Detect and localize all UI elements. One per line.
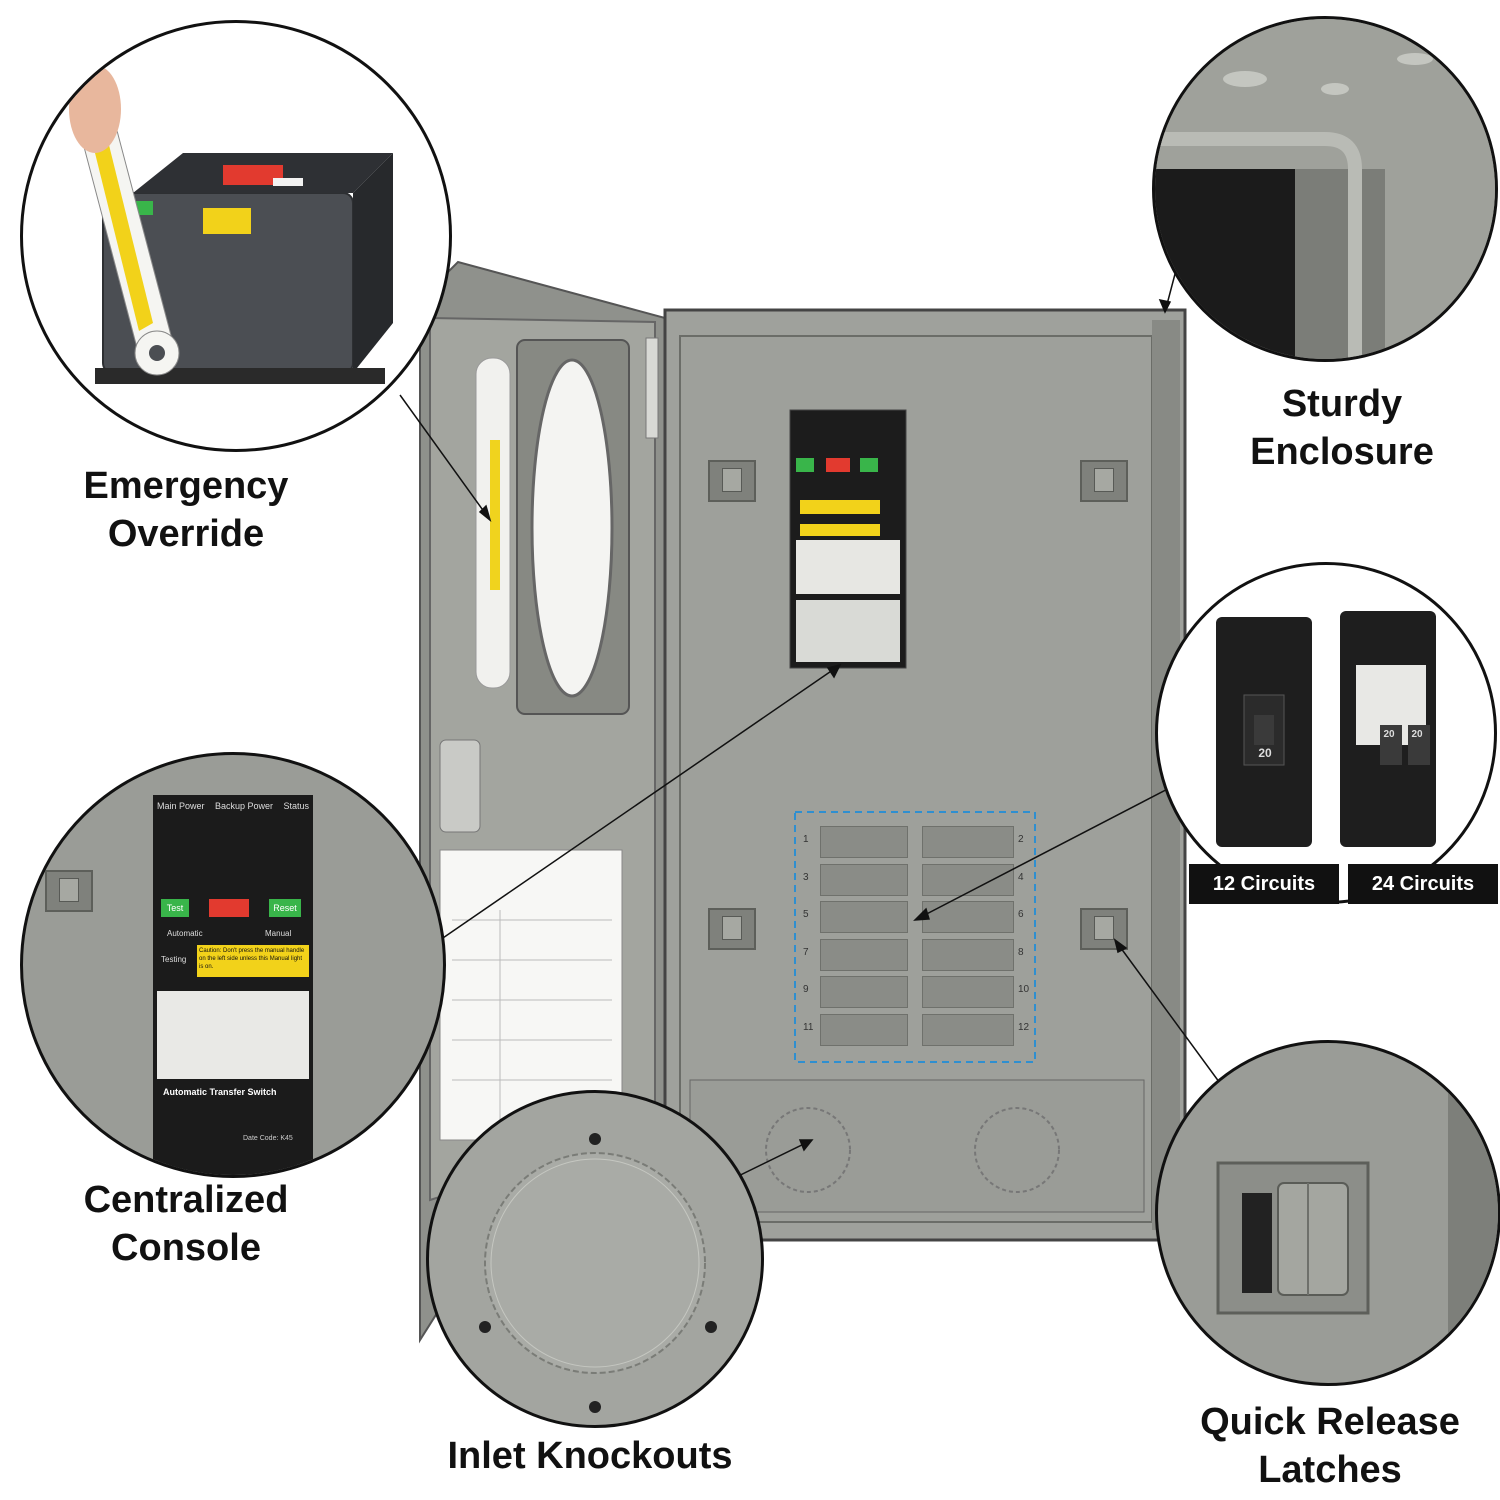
breaker-slot	[820, 863, 908, 896]
latch-icon[interactable]	[1080, 460, 1128, 502]
callout-quick-release-latches: Quick Release Latches	[1160, 1398, 1500, 1494]
emergency-override-inset	[20, 20, 452, 452]
slot-number-left: 11	[803, 1021, 814, 1033]
arrowhead	[1113, 938, 1128, 954]
breaker-slot	[820, 901, 908, 933]
tandem-breaker-rating-right: 20	[1411, 729, 1423, 740]
door-hinge-icon	[645, 337, 659, 439]
badge-24-circuits: 24 Circuits	[1348, 864, 1498, 904]
knockout-left	[765, 1107, 851, 1193]
console-testing-label: Testing	[161, 955, 187, 964]
centralized-console-inset: Main Power Backup Power Status Test Rese…	[20, 752, 446, 1178]
sturdy-enclosure-inset	[1152, 16, 1498, 362]
slot-number-right: 10	[1018, 984, 1030, 995]
latch-icon[interactable]	[708, 460, 756, 502]
door-window	[530, 358, 614, 698]
callout-centralized-console: Centralized Console	[36, 1176, 336, 1272]
breaker-slot	[922, 863, 1014, 896]
tandem-breaker-rating-left: 20	[1383, 729, 1395, 740]
breaker-slot	[820, 826, 908, 858]
callout-inlet-knockouts: Inlet Knockouts	[447, 1435, 733, 1477]
console-main-power-label: Main Power	[157, 801, 205, 811]
slot-number-right: 6	[1018, 909, 1024, 920]
console-date-code: Date Code: K45	[243, 1135, 293, 1142]
leader-breakers	[914, 779, 1186, 921]
handle-caution-strip	[490, 440, 500, 590]
console-caution-label	[800, 500, 880, 514]
callout-sturdy-enclosure-line1: Sturdy	[1281, 383, 1403, 425]
console-display	[209, 899, 249, 917]
console-instruction-table	[157, 991, 309, 1079]
console-caution-label: Caution: Don't press the manual handle o…	[197, 945, 309, 977]
door-latch	[439, 739, 481, 833]
slot-number-left: 5	[803, 909, 809, 920]
slot-number-right: 2	[1018, 834, 1024, 845]
callout-sturdy-enclosure-line2: Enclosure	[1250, 431, 1434, 473]
leader-centralized-console	[439, 664, 841, 941]
callout-centralized-console-line1: Centralized	[83, 1179, 289, 1221]
slot-number-right: 4	[1018, 871, 1024, 883]
callout-emergency-override-line1: Emergency	[83, 465, 289, 507]
leader-latches	[1114, 939, 1226, 1091]
latch-icon	[45, 870, 93, 912]
breaker-slot	[922, 826, 1014, 858]
console-reset-button[interactable]: Reset	[269, 899, 301, 917]
console-status-label: Status	[283, 801, 309, 811]
console-backup-power-label: Backup Power	[214, 801, 274, 811]
slot-number-left: 1	[803, 834, 809, 845]
latch-icon[interactable]	[708, 908, 756, 950]
latch-icon	[1277, 1182, 1349, 1296]
console-panel-zoom: Main Power Backup Power Status Test Rese…	[153, 795, 313, 1175]
breaker-slot	[820, 976, 908, 1008]
callout-emergency-override-line2: Override	[107, 513, 265, 555]
console-rating-plate	[796, 600, 900, 662]
quick-release-latches-inset	[1155, 1040, 1500, 1386]
callout-quick-release-latches-line1: Quick Release	[1200, 1401, 1460, 1443]
callout-emergency-override: Emergency Override	[36, 462, 336, 558]
callout-centralized-console-line2: Console	[111, 1227, 261, 1269]
single-breaker-rating: 20	[1258, 746, 1272, 760]
console-reset-button	[860, 458, 878, 472]
callout-quick-release-latches-line2: Latches	[1258, 1449, 1402, 1491]
breaker-slot	[922, 976, 1014, 1008]
console-display	[826, 458, 850, 472]
breaker-slot	[922, 938, 1014, 971]
console-automatic-label: Automatic	[167, 929, 203, 938]
arrowhead	[798, 1139, 814, 1152]
callout-sturdy-enclosure: Sturdy Enclosure	[1192, 380, 1492, 476]
arrowhead	[478, 504, 492, 523]
knockout-right	[974, 1107, 1060, 1193]
breaker-slot	[922, 1013, 1014, 1046]
console-instruction-table	[796, 540, 900, 594]
leader-emergency-override	[399, 394, 491, 521]
arrowhead	[913, 907, 930, 921]
slot-number-right: 8	[1018, 946, 1024, 958]
console-title: Automatic Transfer Switch	[163, 1087, 277, 1097]
slot-number-right: 12	[1018, 1021, 1030, 1033]
slot-number-left: 3	[803, 871, 809, 883]
breaker-slot	[820, 938, 908, 971]
breakers-inset: 20 20 20	[1155, 562, 1497, 904]
hand-icon	[69, 65, 121, 153]
badge-12-circuits: 12 Circuits	[1189, 864, 1339, 904]
breaker-slot	[820, 1013, 908, 1046]
breaker-area-outline	[794, 811, 1036, 1063]
breaker-slot	[922, 901, 1014, 933]
inlet-knockouts-inset	[426, 1090, 764, 1428]
console-manual-label: Manual	[265, 929, 292, 938]
slot-number-left: 9	[803, 984, 809, 995]
console-warning-label	[800, 524, 880, 536]
console-test-button[interactable]: Test	[161, 899, 189, 917]
slot-number-left: 7	[803, 946, 809, 958]
arrowhead	[826, 663, 842, 679]
console-test-button	[796, 458, 814, 472]
